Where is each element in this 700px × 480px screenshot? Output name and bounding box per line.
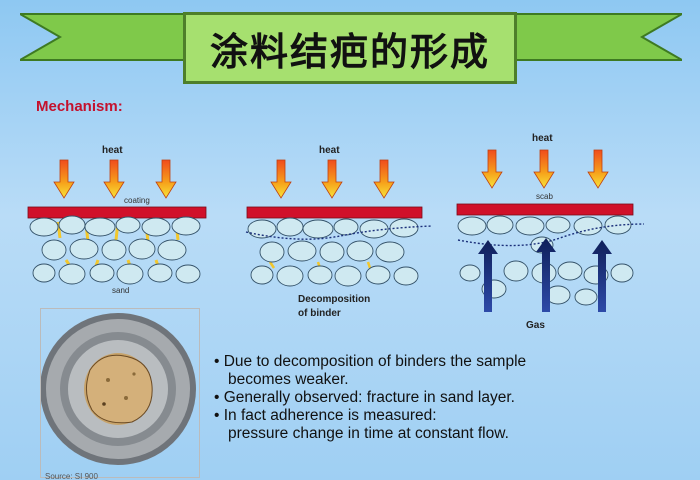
bullet-item: • Generally observed: fracture in sand l… — [214, 389, 515, 406]
heat-arrow-icon — [53, 159, 75, 199]
heat-arrow-icon — [533, 149, 555, 189]
title-banner: 涂料结疤的形成 — [183, 12, 517, 84]
gas-arrows — [478, 238, 612, 312]
diagram-intact — [27, 159, 207, 285]
decomposition-caption-line1: Decomposition — [298, 294, 371, 305]
heat-arrow-icon — [155, 159, 177, 199]
mechanism-label: Mechanism: — [36, 98, 123, 115]
sand-grains — [29, 215, 201, 285]
gas-arrow-icon — [536, 238, 556, 312]
heat-arrow-icon — [373, 159, 395, 199]
gas-arrow-icon — [478, 240, 498, 312]
photo-caption: Source: SI 900 — [45, 472, 98, 480]
diagram-scab — [456, 149, 645, 312]
heat-arrow-icon — [321, 159, 343, 199]
decomposition-caption-line2: of binder — [298, 308, 341, 319]
scab-layer — [456, 203, 634, 216]
coating-layer — [27, 206, 207, 219]
bullet-item: becomes weaker. — [228, 371, 349, 388]
heat-arrow-icon — [587, 149, 609, 189]
scab-label: scab — [536, 192, 553, 201]
separation-front — [457, 223, 645, 247]
ribbon-left — [20, 13, 210, 61]
sand-label: sand — [112, 286, 130, 295]
gas-arrow-icon — [592, 240, 612, 312]
heat-arrow-icon — [270, 159, 292, 199]
sand-grains — [247, 217, 419, 287]
ribbon-right — [492, 13, 682, 61]
sample-photo — [40, 308, 200, 478]
bullet-item: • In fact adherence is measured: — [214, 407, 437, 424]
decomposition-front — [245, 225, 433, 240]
page-title: 涂料结疤的形成 — [209, 29, 490, 74]
coating-layer — [246, 206, 423, 219]
heat-label: heat — [319, 145, 340, 156]
heat-arrow-icon — [481, 149, 503, 189]
heat-label: heat — [532, 133, 553, 144]
sample-photo-graphic — [40, 313, 196, 465]
gas-label: Gas — [526, 320, 545, 331]
heat-label: heat — [102, 145, 123, 156]
diagram-decomposition — [245, 159, 433, 287]
coating-label: coating — [124, 196, 150, 205]
heat-arrow-icon — [103, 159, 125, 199]
bullet-list: • Due to decomposition of binders the sa… — [214, 353, 694, 443]
bullet-item: • Due to decomposition of binders the sa… — [214, 353, 527, 370]
bullet-item: pressure change in time at constant flow… — [228, 425, 509, 442]
